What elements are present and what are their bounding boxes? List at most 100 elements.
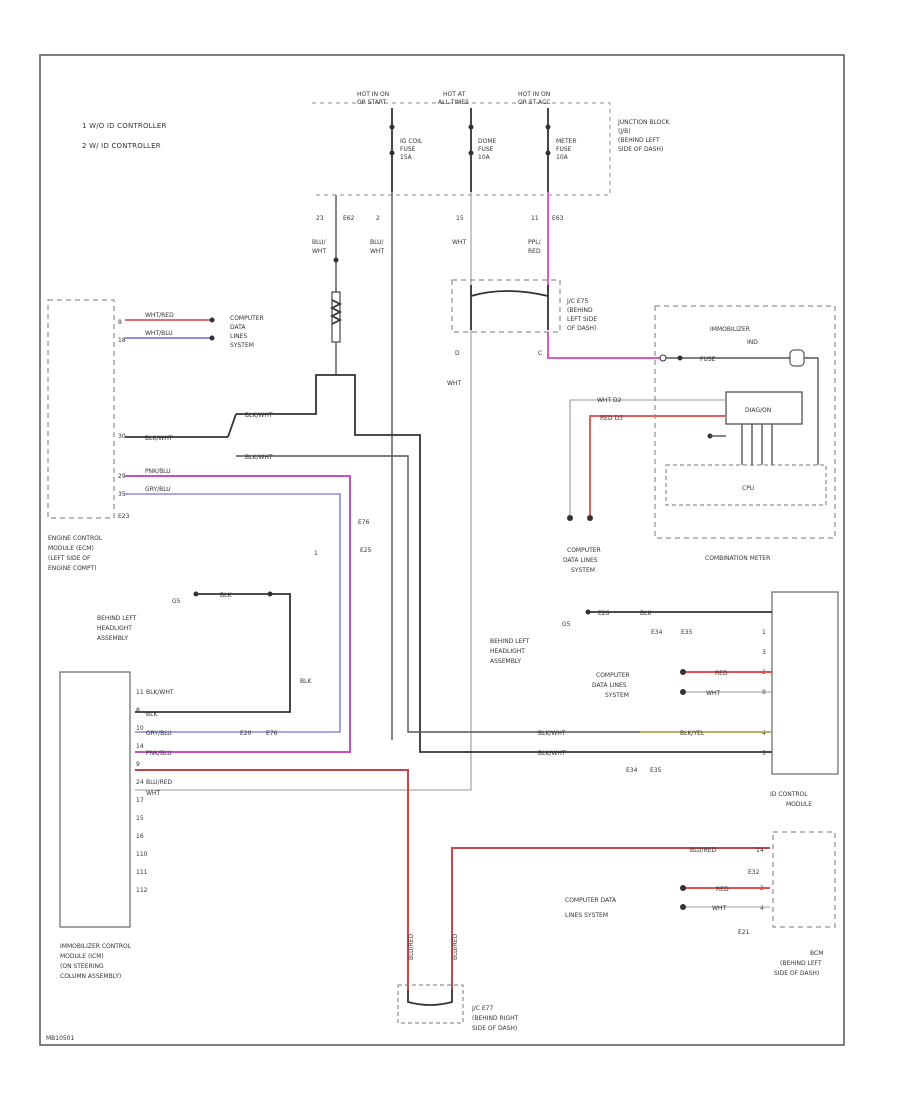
cdl1-label: COMPUTER — [230, 315, 264, 322]
jb-label-b: (J/B) — [618, 128, 631, 135]
pin-11: 11 — [531, 215, 539, 222]
bcm-name-b: (BEHIND LEFT — [780, 960, 822, 967]
lbl-blk-2: BLK — [300, 678, 312, 685]
diagram-frame — [39, 54, 845, 1046]
bl1-pin: G5 — [172, 598, 181, 605]
jc-e75: J/C E75 (BEHIND LEFT SIDE OF DASH) C D — [451, 279, 597, 357]
cdl3-label: COMPUTER — [596, 672, 630, 679]
bcm-name: BCM — [810, 950, 823, 957]
bl1-label: BEHIND LEFT — [97, 615, 137, 622]
ecm-name: ENGINE CONTROL — [48, 535, 103, 542]
lbl-pnk-blu-2: PNK/BLU — [146, 750, 172, 757]
pin-15: 15 — [456, 215, 464, 222]
cdl4-label-b: LINES SYSTEM — [565, 912, 608, 919]
lbl-blk-wht-1: BLK/WHT — [245, 412, 273, 419]
bcm-pin-3: 4 — [760, 905, 764, 912]
icm-name-d: COLUMN ASSEMBLY) — [60, 973, 121, 980]
jc-e75-label-d: OF DASH) — [567, 325, 596, 332]
pin-23: 23 — [316, 215, 324, 222]
ecm-pin-b: 18 — [118, 337, 126, 344]
idcm-pin-5: 4 — [762, 730, 766, 737]
lbl-wht-2: WHT — [447, 380, 461, 387]
bl1-label-b: HEADLIGHT — [97, 625, 132, 632]
icm-name: IMMOBILIZER CONTROL — [60, 943, 132, 950]
cdl2-label-c: SYSTEM — [571, 567, 595, 574]
lbl-wht-5: WHT — [712, 905, 726, 912]
jc-e77: J/C E77 (BEHIND RIGHT SIDE OF DASH) — [397, 984, 519, 1032]
ecm-name-c: (LEFT SIDE OF — [48, 555, 91, 562]
jc-e75-label: J/C E75 — [566, 298, 588, 305]
lbl-blu-wht-1: BLU/ — [312, 239, 327, 246]
wire-blk-wht-1 — [125, 374, 780, 753]
combination-meter: IMMOBILIZER IND FUSE DIAG/ON CPU COMBINA… — [654, 305, 836, 562]
ecm-conn: E23 — [118, 513, 130, 520]
jc-e77-label: J/C E77 — [471, 1005, 493, 1012]
jc-e75-pin: C — [538, 350, 542, 357]
cdl4-label: COMPUTER DATA — [565, 897, 617, 904]
jb-label: JUNCTION BLOCK — [617, 119, 671, 126]
junction-block: HOT IN ON OR START HOT AT ALL TIMES HOT … — [312, 91, 671, 196]
lbl-wht-4: WHT — [706, 690, 720, 697]
fuse-3-label: METER — [556, 138, 577, 145]
fuse-1-label-b: FUSE — [400, 146, 416, 153]
icm-pin-10: 110 — [136, 851, 148, 858]
cm-diag-label: DIAG/ON — [745, 407, 771, 414]
jc-e77-label-b: (BEHIND RIGHT — [472, 1015, 519, 1022]
footer-code: MB10501 — [46, 1035, 75, 1042]
bcm-module: 14 E32 2 4 E21 BCM (BEHIND LEFT SIDE OF … — [738, 831, 836, 977]
cm-pin-fuse: FUSE — [700, 356, 716, 363]
fuse-2-label-b: FUSE — [478, 146, 494, 153]
wire-blu-red-icm — [135, 769, 409, 990]
hot-on2-label-b: OR ST ACC — [518, 99, 551, 106]
lbl-ppl-red-b: RED — [528, 248, 541, 255]
lbl-blk-wht-5: BLK/WHT — [538, 730, 566, 737]
icm-conn-e20: E20 — [240, 730, 252, 737]
splice-pin-1: 1 — [314, 550, 318, 557]
lbl-blu-wht-1b: WHT — [312, 248, 326, 255]
lbl-red-d3: RED D3 — [600, 415, 623, 422]
hot-on-label-b: OR START — [357, 99, 387, 106]
ecm-name-d: ENGINE COMPT) — [48, 565, 97, 572]
cdl3-label-b: DATA LINES — [592, 682, 627, 689]
lbl-blk-wht-6: BLK/WHT — [538, 750, 566, 757]
wire-red-cm — [589, 415, 726, 515]
lbl-gry-blu-2: GRY/BLU — [146, 730, 172, 737]
immobilizer-control-module: BLU/RED WHT BLK/WHT BLK GRY/BLU PNK/BLU … — [59, 671, 174, 980]
bcm-name-c: SIDE OF DASH) — [774, 970, 819, 977]
cm-title: COMBINATION METER — [705, 555, 770, 562]
bl2-label: BEHIND LEFT — [490, 638, 530, 645]
lbl-blu-wht-2b: WHT — [370, 248, 384, 255]
hot-at-label: HOT AT — [443, 91, 465, 98]
hot-on2-label: HOT IN ON — [518, 91, 550, 98]
icm-pin-11: 111 — [136, 869, 148, 876]
ecm-pin-d: 29 — [118, 473, 126, 480]
icm-pin-1: 11 — [136, 689, 144, 696]
fuse-1-rating: 15A — [400, 154, 413, 161]
lbl-blk-wht-3: BLK/WHT — [245, 454, 273, 461]
idcm-pin-1: 1 — [762, 629, 766, 636]
pin-2: 2 — [376, 215, 380, 222]
cdl1-label-c: LINES — [230, 333, 247, 340]
lbl-blu-red: BLU/RED — [146, 779, 173, 786]
jb-label-d: SIDE OF DASH) — [618, 146, 663, 153]
idcm-pin-6: 5 — [762, 750, 766, 757]
jc-e75-pin-2: D — [455, 350, 460, 357]
lbl-gry-blu: GRY/BLU — [145, 486, 171, 493]
idcm-conn-e26: E26 — [598, 610, 610, 617]
lbl-pnk-blu: PNK/BLU — [145, 468, 171, 475]
cdl2-label-b: DATA LINES — [563, 557, 598, 564]
cdl1-label-b: DATA — [230, 324, 246, 331]
fuse-3-label-b: FUSE — [556, 146, 572, 153]
icm-conn-e76: E76 — [266, 730, 278, 737]
bcm-conn-e21: E21 — [738, 929, 750, 936]
lbl-red-1: RED — [715, 670, 728, 677]
cm-ind-label: IND — [747, 339, 758, 346]
bl2-label-b: HEADLIGHT — [490, 648, 525, 655]
icm-pin-12: 112 — [136, 887, 148, 894]
ecm-pin-c: 30 — [118, 433, 126, 440]
jc-e75-label-b: (BEHIND — [567, 307, 593, 314]
lbl-wht-d2: WHT D2 — [597, 397, 622, 404]
bl2-pin: G5 — [562, 621, 571, 628]
bl1-label-c: ASSEMBLY — [97, 635, 128, 642]
